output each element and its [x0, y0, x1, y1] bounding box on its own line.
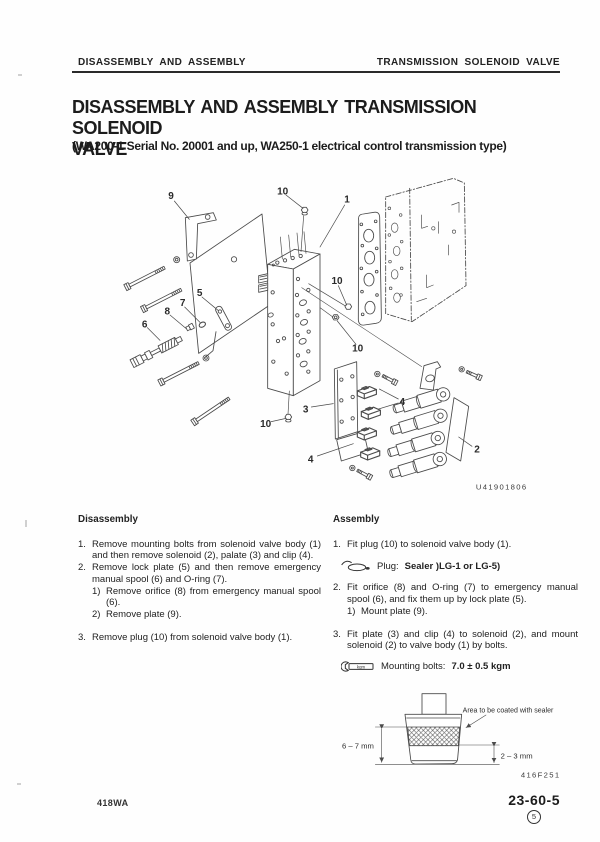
disassembly-step: 2. Remove lock plate (5) and then remove… [78, 562, 321, 585]
assembly-heading: Assembly [333, 514, 380, 525]
page-title-line1: DISASSEMBLY AND ASSEMBLY TRANSMISSION SO… [72, 97, 477, 138]
header-section-title: DISASSEMBLY AND ASSEMBLY [78, 57, 246, 68]
mounting-bolt [157, 359, 201, 387]
dimension-left: 6 – 7 mm [342, 741, 374, 750]
callout-10-right: 10 [331, 276, 343, 287]
spring-washer [349, 366, 465, 472]
page-title-line2: VALVE [72, 139, 127, 159]
sealer-application-figure: 6 – 7 mm 2 – 3 mm Area to be coated with… [342, 693, 561, 780]
sealer-note-value: Sealer )LG-1 or LG-5) [404, 560, 501, 572]
assembly-step: 1. Fit plug (10) to solenoid valve body … [333, 538, 512, 550]
footer-page-number: 23-60-5 [508, 792, 560, 808]
callout-3: 3 [303, 404, 309, 415]
sealer-note-label: Plug: [377, 560, 399, 572]
callout-9: 9 [168, 191, 174, 202]
transmission-case-phantom [385, 177, 467, 323]
scan-artifact [18, 74, 22, 76]
callout-leaders [146, 194, 473, 457]
callout-1: 1 [344, 194, 350, 205]
disassembly-substep: 2) Remove plate (9). [92, 608, 182, 620]
mounting-bolt [190, 395, 232, 427]
o-ring [198, 321, 206, 328]
disassembly-step: 3. Remove plug (10) from solenoid valve … [78, 631, 293, 643]
page-title: DISASSEMBLY AND ASSEMBLY TRANSMISSION SO… [72, 97, 562, 160]
callout-10-mid: 10 [352, 343, 364, 354]
callout-5: 5 [197, 288, 203, 299]
page-subtitle: (WA200-1 Serial No. 20001 and up, WA250-… [72, 139, 507, 153]
torque-icon-text: kgm [357, 664, 366, 669]
callout-6: 6 [142, 319, 148, 330]
plate-sheet [189, 213, 272, 354]
torque-note-value: 7.0 ± 0.5 kgm [451, 660, 511, 672]
solenoid-assembly [387, 361, 470, 478]
callout-10-bottom: 10 [260, 419, 272, 430]
header-chapter-title: TRANSMISSION SOLENOID VALVE [376, 57, 560, 68]
header-rule [72, 71, 560, 73]
footer-model-code: 418WA [97, 798, 129, 808]
callout-8: 8 [165, 307, 171, 318]
plug [284, 206, 353, 423]
figure-code: U41901806 [476, 483, 528, 492]
torque-wrench-icon: kgm [341, 661, 374, 672]
assembly-step: 2. Fit orifice (8) and O-ring (7) to eme… [333, 582, 578, 606]
callout-7: 7 [180, 298, 186, 309]
lock-plate [203, 305, 232, 359]
sealer-figure-code: 416F251 [521, 771, 561, 780]
orifice [185, 322, 195, 332]
gasket [357, 211, 382, 326]
disassembly-heading: Disassembly [78, 514, 138, 525]
callout-2: 2 [474, 445, 480, 456]
callout-4-right: 4 [400, 397, 406, 408]
plug-guides [280, 215, 422, 415]
dimension-right: 2 – 3 mm [501, 751, 533, 760]
callout-10-top: 10 [277, 186, 289, 197]
emergency-manual-spool [129, 336, 183, 368]
transmission-case-details [387, 202, 460, 303]
footer-sheet-number: 5 [527, 810, 541, 824]
plug-drawing [404, 693, 463, 765]
sealer-area-label: Area to be coated with sealer [463, 707, 554, 714]
exploded-diagram: 9 10 1 10 10 5 7 8 6 3 4 4 2 10 U4190180… [123, 177, 528, 492]
solenoid-plate [333, 361, 359, 440]
assembly-substep: 1) Mount plate (9). [347, 605, 428, 617]
disassembly-section: Disassembly 1. Remove mounting bolts fro… [78, 514, 321, 643]
mounting-bolt [140, 286, 184, 314]
dimension-lines [375, 714, 500, 765]
assembly-section: Assembly 1. Fit plug (10) to solenoid va… [333, 514, 578, 682]
scan-artifact [25, 520, 27, 527]
solenoid-valve-body [258, 248, 321, 397]
bracket-plate [184, 212, 217, 262]
torque-note-label: Mounting bolts: [381, 660, 446, 672]
mounting-bolt [123, 264, 167, 292]
scan-artifact [17, 783, 21, 785]
callout-4-left: 4 [308, 454, 314, 465]
disassembly-step: 1. Remove mounting bolts from solenoid v… [78, 538, 321, 562]
sealant-icon [341, 561, 370, 572]
sealer-note: Plug: Sealer )LG-1 or LG-5) [341, 559, 578, 573]
assembly-step: 3. Fit plate (3) and clip (4) to solenoi… [333, 628, 578, 652]
disassembly-substep: 1) Remove orifice (8) from emergency man… [92, 585, 321, 609]
torque-note: kgm Mounting bolts: 7.0 ± 0.5 kgm [341, 660, 578, 673]
